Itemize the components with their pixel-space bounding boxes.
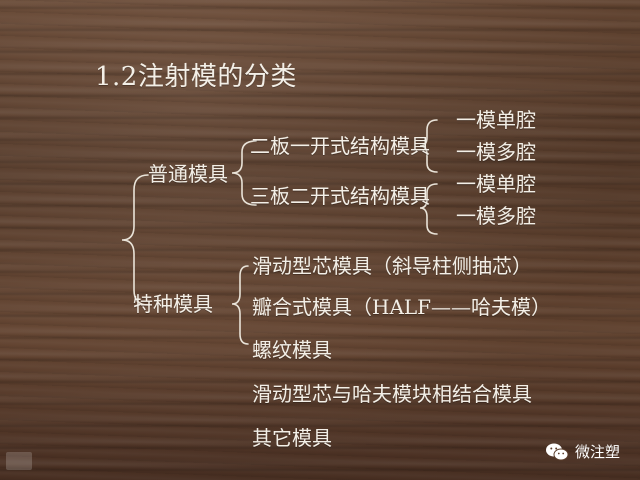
special-mold-item: 滑动型芯与哈夫模块相结合模具 xyxy=(252,382,532,406)
slide-title: 1.2注射模的分类 xyxy=(95,62,297,92)
subgroup-label-two-plate: 二板一开式结构模具 xyxy=(250,134,430,158)
site-logo-icon xyxy=(6,452,32,470)
cavity-item: 一模单腔 xyxy=(456,172,536,196)
wechat-icon xyxy=(545,443,569,460)
two-plate-brace xyxy=(419,119,438,173)
special-mold-item: 螺纹模具 xyxy=(252,338,332,362)
group-label-common: 普通模具 xyxy=(148,162,228,186)
special-mold-item: 瓣合式模具（HALF——哈夫模） xyxy=(252,295,552,319)
subgroup-label-three-plate: 三板二开式结构模具 xyxy=(250,184,430,208)
brand-watermark: 微注塑 xyxy=(545,441,620,462)
main-brace xyxy=(121,174,149,306)
group-label-special: 特种模具 xyxy=(133,292,213,316)
brand-name: 微注塑 xyxy=(574,443,620,461)
special-molds-brace xyxy=(231,265,249,345)
common-molds-brace xyxy=(231,140,257,206)
special-mold-item: 其它模具 xyxy=(252,426,332,450)
cavity-item: 一模单腔 xyxy=(456,108,536,132)
special-mold-item: 滑动型芯模具（斜导柱侧抽芯） xyxy=(252,254,532,278)
three-plate-brace xyxy=(419,183,438,235)
site-logo xyxy=(6,452,32,470)
cavity-item: 一模多腔 xyxy=(456,204,536,228)
cavity-item: 一模多腔 xyxy=(456,140,536,164)
